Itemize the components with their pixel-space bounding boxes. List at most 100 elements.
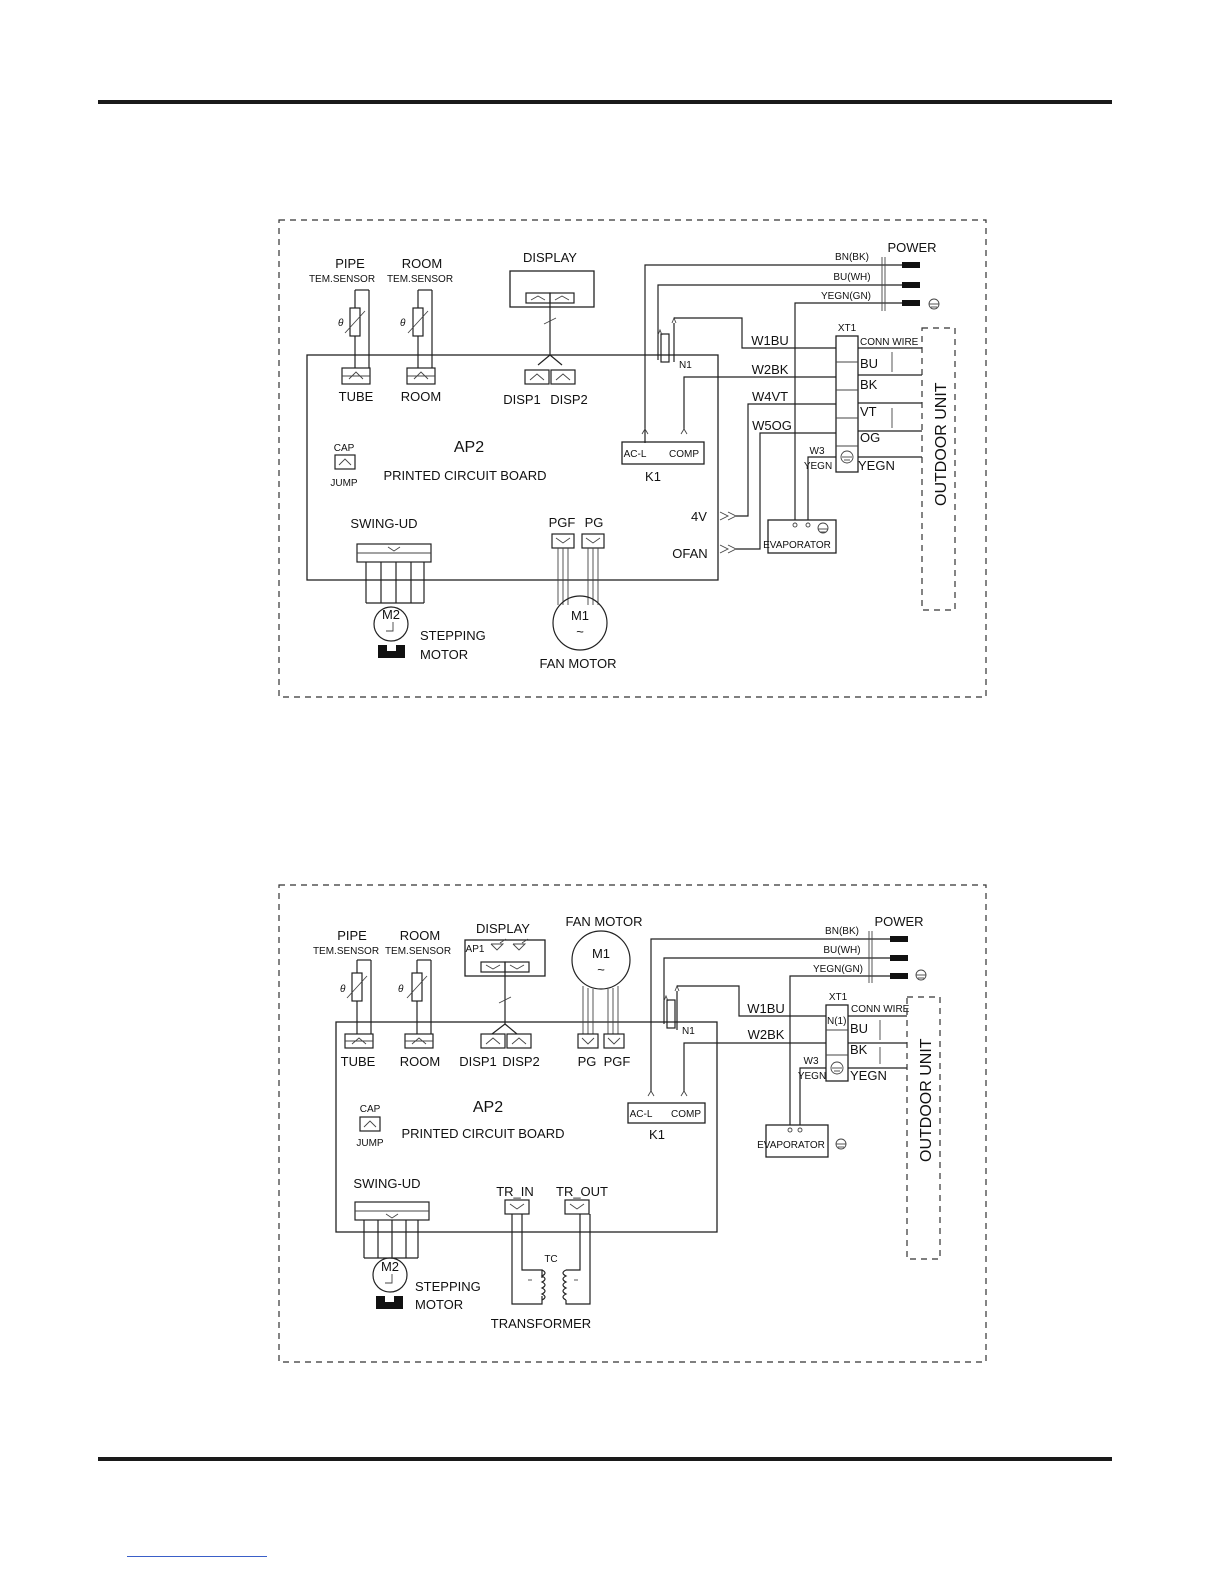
transformer-label: TRANSFORMER <box>491 1316 591 1331</box>
room-sensor-label-2: ROOM <box>400 928 440 943</box>
yegn-gn-label: YEGN(GN) <box>821 291 871 302</box>
pipe-sensor-label: PIPE <box>335 256 365 271</box>
bottom-rule <box>98 1457 1112 1461</box>
conn-wire-label-2: CONN WIRE <box>851 1004 910 1015</box>
disp-connectors-icon <box>524 369 576 385</box>
cap-jump-connector-icon <box>334 454 356 470</box>
ap1-label: AP1 <box>466 944 485 955</box>
cap-label: CAP <box>334 443 355 454</box>
acl-label: AC-L <box>624 449 647 460</box>
conn-wire-label: CONN WIRE <box>860 337 919 348</box>
disp-connectors-icon-2 <box>480 1033 532 1049</box>
tube-connector-icon-2 <box>344 1033 374 1049</box>
pipe-theta-2: θ <box>340 984 346 995</box>
m2-label: M2 <box>382 607 400 622</box>
yegn-term-label-2: YEGN <box>850 1068 887 1083</box>
outdoor-wires <box>858 347 922 458</box>
comp-label: COMP <box>669 449 699 460</box>
power-label: POWER <box>887 240 936 255</box>
disp2-label-2: DISP2 <box>502 1054 540 1069</box>
n1-label-2: N1 <box>682 1026 695 1037</box>
outdoor-unit-label: OUTDOOR UNIT <box>933 382 950 506</box>
outdoor-wires-2 <box>848 1015 907 1069</box>
w3-yegn-label-2: YEGN <box>798 1071 826 1082</box>
cap-jump-connector-icon-2 <box>359 1116 381 1132</box>
fan-motor-label: FAN MOTOR <box>539 656 616 671</box>
4v-ofan-arrows-icon <box>719 511 738 554</box>
stepping-motor-icon <box>373 606 409 658</box>
power-terminals-icon <box>902 262 940 310</box>
display-box <box>509 270 595 308</box>
pgf-pg-connectors-icon <box>551 533 605 605</box>
disp1-label-2: DISP1 <box>459 1054 497 1069</box>
wiring-diagram-2: PIPE TEM.SENSOR θ TUBE ROOM TEM.SENSOR θ… <box>278 884 987 1363</box>
pipe-sensor-label-2: PIPE <box>337 928 367 943</box>
w3-label-2: W3 <box>804 1056 819 1067</box>
vt-term-label: VT <box>860 404 877 419</box>
n1-term-label: N(1) <box>827 1016 846 1027</box>
stepping-label: STEPPING <box>420 628 486 643</box>
footer-underline <box>127 1556 267 1557</box>
jump-label-2: JUMP <box>356 1138 384 1149</box>
room-theta-2: θ <box>398 984 404 995</box>
motor-label-2: MOTOR <box>415 1297 463 1312</box>
jump-label: JUMP <box>330 478 358 489</box>
swing-connector-icon-2 <box>354 1201 430 1259</box>
evaporator-box <box>767 519 837 554</box>
room-connector-icon-2 <box>404 1033 434 1049</box>
k1-label: K1 <box>645 469 661 484</box>
outdoor-unit-box <box>921 327 956 611</box>
room-sensor-label: ROOM <box>402 256 442 271</box>
og-term-label: OG <box>860 430 880 445</box>
n1-label: N1 <box>679 360 692 371</box>
pcb-board-2 <box>335 1021 718 1233</box>
top-rule <box>98 100 1112 104</box>
tc-label: TC <box>544 1254 557 1265</box>
cap-label-2: CAP <box>360 1104 381 1115</box>
evaporator-label: EVAPORATOR <box>763 540 831 551</box>
pipe-theta: θ <box>338 318 344 329</box>
bk-term-label-2: BK <box>850 1042 868 1057</box>
bu-wh-label: BU(WH) <box>833 272 870 283</box>
outdoor-unit-label-2: OUTDOOR UNIT <box>918 1038 935 1162</box>
display-label-2: DISPLAY <box>476 921 530 936</box>
room-sensor-thermistor-icon <box>407 289 433 368</box>
bu-term-label: BU <box>860 356 878 371</box>
diagram-1-border <box>278 219 987 698</box>
m1-label-2: M1 <box>592 946 610 961</box>
n1-connector-icon-2 <box>663 984 680 1030</box>
pcb-label-2: PRINTED CIRCUIT BOARD <box>402 1126 565 1141</box>
w2bk-label: W2BK <box>752 362 789 377</box>
pg-label-2: PG <box>578 1054 597 1069</box>
fan-motor-icon <box>552 595 608 651</box>
xt1-wires-2 <box>647 985 826 1125</box>
swing-connector-icon <box>356 543 432 604</box>
power-label-2: POWER <box>874 914 923 929</box>
tr-out-label: TR_OUT <box>556 1184 608 1199</box>
bn-bk-label: BN(BK) <box>835 252 869 263</box>
w1bu-label-2: W1BU <box>747 1001 785 1016</box>
pgf-label: PGF <box>549 515 576 530</box>
ap2-label: AP2 <box>454 439 484 456</box>
n1-connector-icon <box>657 316 677 363</box>
tr-in-label: TR_IN <box>496 1184 534 1199</box>
w3-yegn-label: YEGN <box>804 461 832 472</box>
4v-label: 4V <box>691 509 707 524</box>
swing-label: SWING-UD <box>350 516 417 531</box>
display-label: DISPLAY <box>523 250 577 265</box>
room-connector-icon <box>406 367 436 385</box>
pgf-label-2: PGF <box>604 1054 631 1069</box>
bu-wh-label-2: BU(WH) <box>823 945 860 956</box>
evaporator-terminals-icon <box>792 522 829 534</box>
ofan-label: OFAN <box>672 546 707 561</box>
bu-term-label-2: BU <box>850 1021 868 1036</box>
pipe-sensor-thermistor-icon <box>344 289 370 368</box>
m1-tilde: ~ <box>576 624 584 639</box>
yegn-term-label: YEGN <box>858 458 895 473</box>
motor-label: MOTOR <box>420 647 468 662</box>
pipe-sensor-thermistor-icon-2 <box>346 959 372 1034</box>
m1-label: M1 <box>571 608 589 623</box>
m1-tilde-2: ~ <box>597 962 605 977</box>
transformer-icon <box>504 1199 591 1305</box>
pg-label: PG <box>585 515 604 530</box>
